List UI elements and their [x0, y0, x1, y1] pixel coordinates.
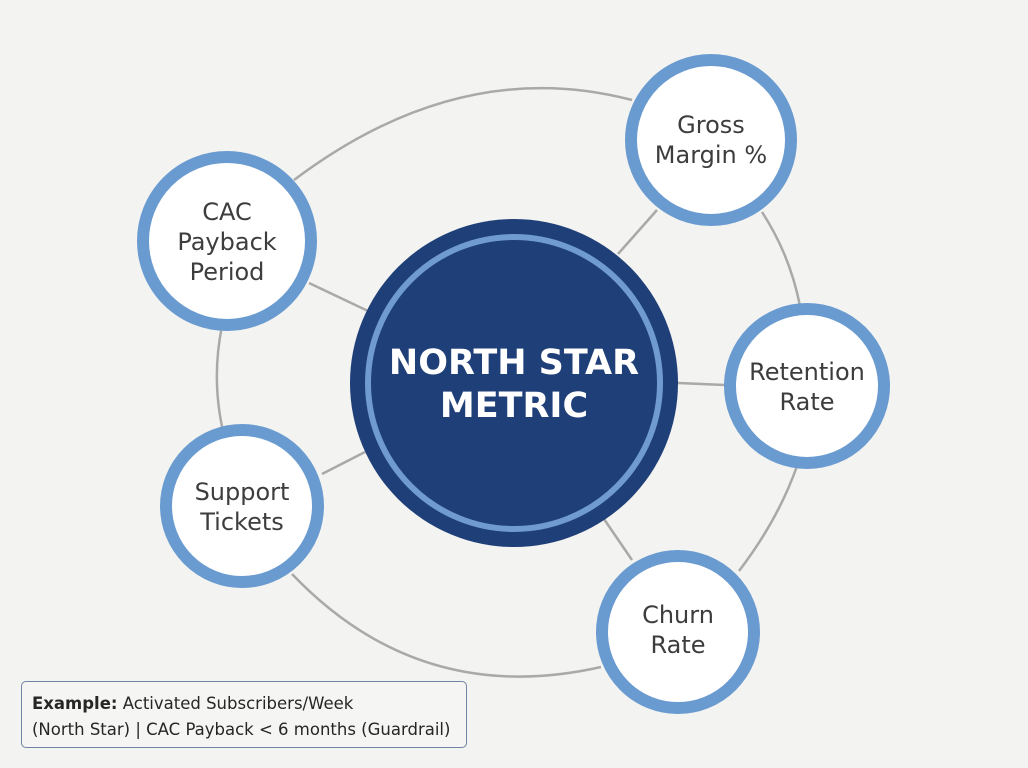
cac-payback-label-line-3: Period [190, 258, 265, 286]
gross-margin-label-line-2: Margin % [655, 141, 767, 169]
example-label: Example: [32, 694, 118, 713]
outer-ring-arc [291, 573, 602, 678]
spoke-connector [617, 209, 658, 255]
retention-rate-label-line-2: Rate [779, 388, 834, 416]
center-label-line-1: NORTH STAR [389, 343, 639, 383]
churn-rate-label-line-2: Rate [650, 631, 705, 659]
support-tickets-label-line-1: Support [195, 478, 290, 506]
outer-ring-arc [760, 211, 802, 307]
satellite-churn-rate: Churn Rate [596, 550, 760, 714]
support-tickets-label-line-2: Tickets [199, 508, 284, 536]
satellite-support-tickets: Support Tickets [160, 424, 324, 588]
satellite-gross-margin: Gross Margin % [625, 54, 797, 226]
spoke-connector [321, 450, 366, 476]
gross-margin-label-line-1: Gross [677, 111, 745, 139]
example-line-1: Example: Activated Subscribers/Week [32, 691, 466, 717]
satellite-retention-rate: Retention Rate [724, 303, 890, 469]
satellite-cac-payback-period: CAC Payback Period [137, 151, 317, 331]
example-callout: Example: Activated Subscribers/Week (Nor… [21, 681, 467, 748]
example-line-2: (North Star) | CAC Payback < 6 months (G… [32, 720, 451, 739]
outer-ring-arc [738, 465, 799, 572]
center-node: NORTH STAR METRIC [350, 219, 678, 547]
spoke-connector [308, 281, 369, 313]
outer-ring-arc [215, 325, 228, 444]
example-north-star-text: Activated Subscribers/Week [122, 694, 354, 713]
retention-rate-label-line-1: Retention [749, 358, 865, 386]
cac-payback-label-line-2: Payback [177, 228, 276, 256]
outer-ring-arc [293, 86, 633, 181]
churn-rate-label-line-1: Churn [642, 601, 714, 629]
spoke-connector [677, 381, 726, 387]
center-label-line-2: METRIC [440, 386, 588, 426]
cac-payback-label-line-1: CAC [202, 198, 252, 226]
spoke-connector [602, 518, 634, 561]
